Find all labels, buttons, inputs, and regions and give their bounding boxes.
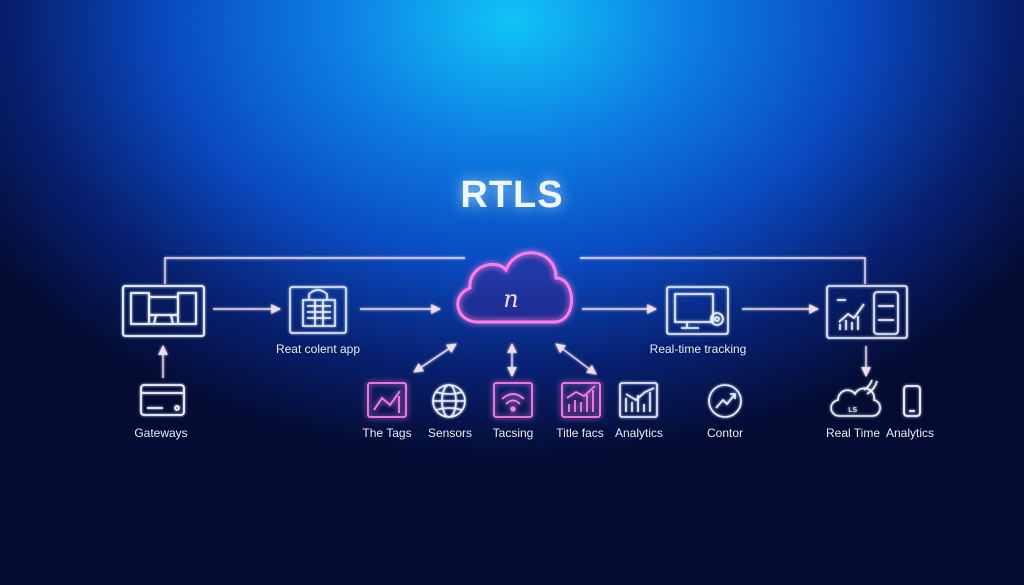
tags-icon (367, 382, 407, 418)
label-contor: Contor (706, 426, 744, 440)
svg-text:ʟs: ʟs (848, 405, 858, 415)
arrow-cloud-title-facs (555, 343, 597, 375)
label-the-tags: The Tags (362, 426, 412, 440)
tacsing-wifi-icon (493, 382, 533, 418)
app-lock-icon (289, 286, 347, 334)
connector-lines (158, 257, 871, 378)
label-tacsing: Tacsing (492, 426, 534, 440)
contor-gauge-icon (708, 384, 742, 418)
top-left-bracket (164, 257, 465, 284)
dashboard-icon (826, 285, 908, 339)
gateway-router-icon (140, 384, 185, 416)
label-real-time: Real Time (825, 426, 881, 440)
label-realtime-tracking: Real-time tracking (649, 342, 747, 356)
realtime-cloud-icon: ʟs (830, 379, 881, 417)
label-analytics-2: Analytics (885, 426, 935, 440)
device-monitor-icon (122, 285, 205, 337)
label-app: Reat colent app (275, 342, 361, 356)
cloud-icon (456, 251, 573, 324)
top-right-bracket (580, 257, 866, 284)
label-title-facs: Title facs (556, 426, 604, 440)
realtime-tracking-icon (666, 286, 729, 335)
label-sensors: Sensors (427, 426, 473, 440)
analytics-chart-icon (619, 382, 658, 418)
label-gateways: Gateways (134, 426, 188, 440)
page-title: RTLS (460, 174, 564, 216)
arrow-cloud-tags (413, 343, 457, 373)
cloud-glyph: n (503, 285, 518, 313)
label-analytics-1: Analytics (614, 426, 664, 440)
analytics-phone-icon (903, 385, 921, 417)
sensors-globe-icon (432, 384, 466, 418)
title-facs-chart-icon (561, 382, 601, 418)
